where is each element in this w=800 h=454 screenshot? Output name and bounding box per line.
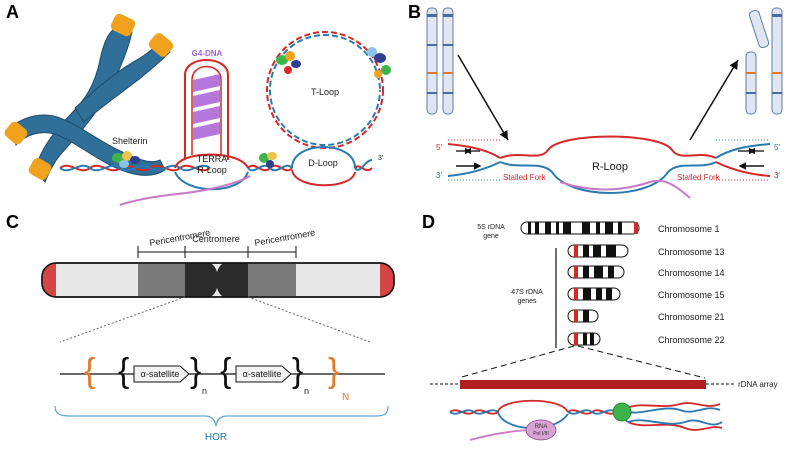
pericentromere-right-block (248, 263, 296, 297)
terra-rna (119, 175, 251, 206)
fortyseven-label-line2: genes (517, 298, 537, 305)
chromosome-label-15: Chromosome 15 (658, 290, 725, 300)
telomere-top-right (148, 33, 174, 57)
g4-quadruplex (193, 74, 220, 140)
panel-b: B (408, 2, 783, 199)
chromosome-13-ideogram (567, 244, 629, 258)
rdna-zoom-right (577, 345, 706, 379)
replication-protein (612, 402, 632, 422)
arrow-from-rloop (689, 59, 739, 141)
alpha-satellite-arrow-2 (235, 365, 292, 383)
hor-label: HOR (205, 432, 227, 443)
panel-c-letter: C (6, 212, 19, 232)
fortyseven-label-line1: 47S rDNA (511, 289, 543, 296)
rdna-transcription (449, 399, 723, 441)
rna-pol-label-line1: RNA (535, 424, 548, 430)
chromosome-label-1: Chromosome 1 (658, 224, 720, 234)
chromosome-15-ideogram (567, 287, 621, 301)
three-prime-right: 3' (774, 171, 780, 180)
g4-hairpin: G4-DNA (184, 49, 229, 160)
panel-a-letter: A (6, 2, 19, 22)
repeat-count-1: n (202, 386, 207, 396)
panel-a: A G4-DNA (4, 2, 391, 206)
panel-d: D 5S rDNA gene (422, 212, 778, 441)
g4-label: G4-DNA (192, 49, 223, 58)
telomere-top-left (110, 13, 136, 37)
rna-polymerase (525, 419, 557, 441)
rdna-zoom-left (457, 345, 575, 379)
repeat2-brace-close: } (292, 352, 303, 390)
hor-repeat: { } { } { } α-satellite α-satellite n n … (60, 352, 385, 403)
telomere-bottom-left (4, 121, 28, 145)
n-brace-close: } (328, 352, 339, 390)
g4-inner-loop (191, 65, 222, 155)
five-s-label-line1: 5S rDNA (477, 224, 505, 231)
shelterin-cluster-left: Shelterin (112, 136, 148, 168)
alpha-satellite-arrow-1 (133, 365, 190, 383)
shelterin-label: Shelterin (112, 136, 148, 146)
alpha-satellite-label-2: α-satellite (243, 369, 282, 379)
five-prime-right: 5' (774, 143, 780, 152)
n-brace-open: { (84, 352, 95, 390)
panel-d-letter: D (422, 212, 435, 232)
dna-blue-strand (59, 164, 211, 172)
rdna-array-bar (460, 380, 706, 389)
r-loop: R-Loop (499, 135, 717, 199)
shelterin-cluster-dloop (259, 152, 277, 168)
stalled-fork-left-label: Stalled Fork (503, 173, 547, 182)
stalled-fork-right-label: Stalled Fork (677, 173, 721, 182)
chromosome-label-22: Chromosome 22 (658, 335, 725, 345)
chromosome-14-ideogram (567, 265, 625, 279)
stalled-fork-left: 5' 3' Stalled Fork (436, 139, 547, 182)
chromosome-1-ideogram (520, 221, 640, 235)
dloop-three-prime: 3' (378, 155, 383, 162)
telomere-dna (59, 164, 211, 172)
tloop-label: T-Loop (311, 87, 339, 97)
shelterin-cluster-tloop (276, 47, 391, 78)
terra-label-line1: TERRA (197, 154, 228, 164)
three-prime-left: 3' (436, 171, 442, 180)
d-loop: D-Loop 3' (291, 146, 383, 187)
five-prime-left: 5' (436, 143, 442, 152)
hor-count-label: N (342, 392, 349, 403)
chromosome-21-ideogram (567, 309, 599, 323)
x-chromosome (4, 13, 174, 183)
rna-pol-label-line2: Pol I/III (533, 431, 549, 437)
five-s-label-line2: gene (483, 233, 499, 240)
dloop-label: D-Loop (308, 158, 338, 168)
chromosome-label-14: Chromosome 14 (658, 268, 725, 278)
rloop-label: R-Loop (592, 161, 628, 173)
hor-brace (54, 405, 389, 427)
chromosome-bar (41, 262, 395, 298)
pericentromere-right-label: Pericentromere (254, 227, 316, 248)
pericentromere-left-block (138, 263, 185, 297)
zoom-line-left (59, 296, 186, 343)
panel-b-letter: B (408, 2, 421, 22)
alpha-satellite-label-1: α-satellite (141, 369, 180, 379)
rloop-rna (559, 179, 691, 199)
chromatid-pair-left (426, 7, 454, 115)
chromosome-label-21: Chromosome 21 (658, 312, 725, 322)
region-brackets (137, 246, 297, 258)
stalled-fork-right: 5' 3' Stalled Fork (677, 139, 780, 182)
repeat2-brace-open: { (220, 352, 231, 390)
chromosome-22-ideogram (567, 332, 601, 346)
telomere-bottom-right (28, 158, 52, 180)
chromosome-label-13: Chromosome 13 (658, 247, 725, 257)
repeat1-brace-open: { (118, 352, 129, 390)
centromere-label: Centromere (192, 234, 240, 244)
terra-rloop: TERRA R-Loop (119, 153, 251, 206)
arrow-to-rloop (457, 54, 509, 141)
repeat1-brace-close: } (190, 352, 201, 390)
terra-label-line2: R-Loop (197, 165, 227, 175)
repeat-count-2: n (304, 386, 309, 396)
centromere-block (185, 263, 218, 297)
panel-c: C Pericentromere Centromere Pericentrome… (6, 212, 395, 443)
g4-red-loop (184, 59, 229, 160)
chromatid-pair-right (745, 7, 783, 115)
t-loop: T-Loop (266, 31, 384, 149)
rdna-array-label: rDNA array (738, 380, 778, 389)
zoom-line-right (247, 296, 371, 343)
